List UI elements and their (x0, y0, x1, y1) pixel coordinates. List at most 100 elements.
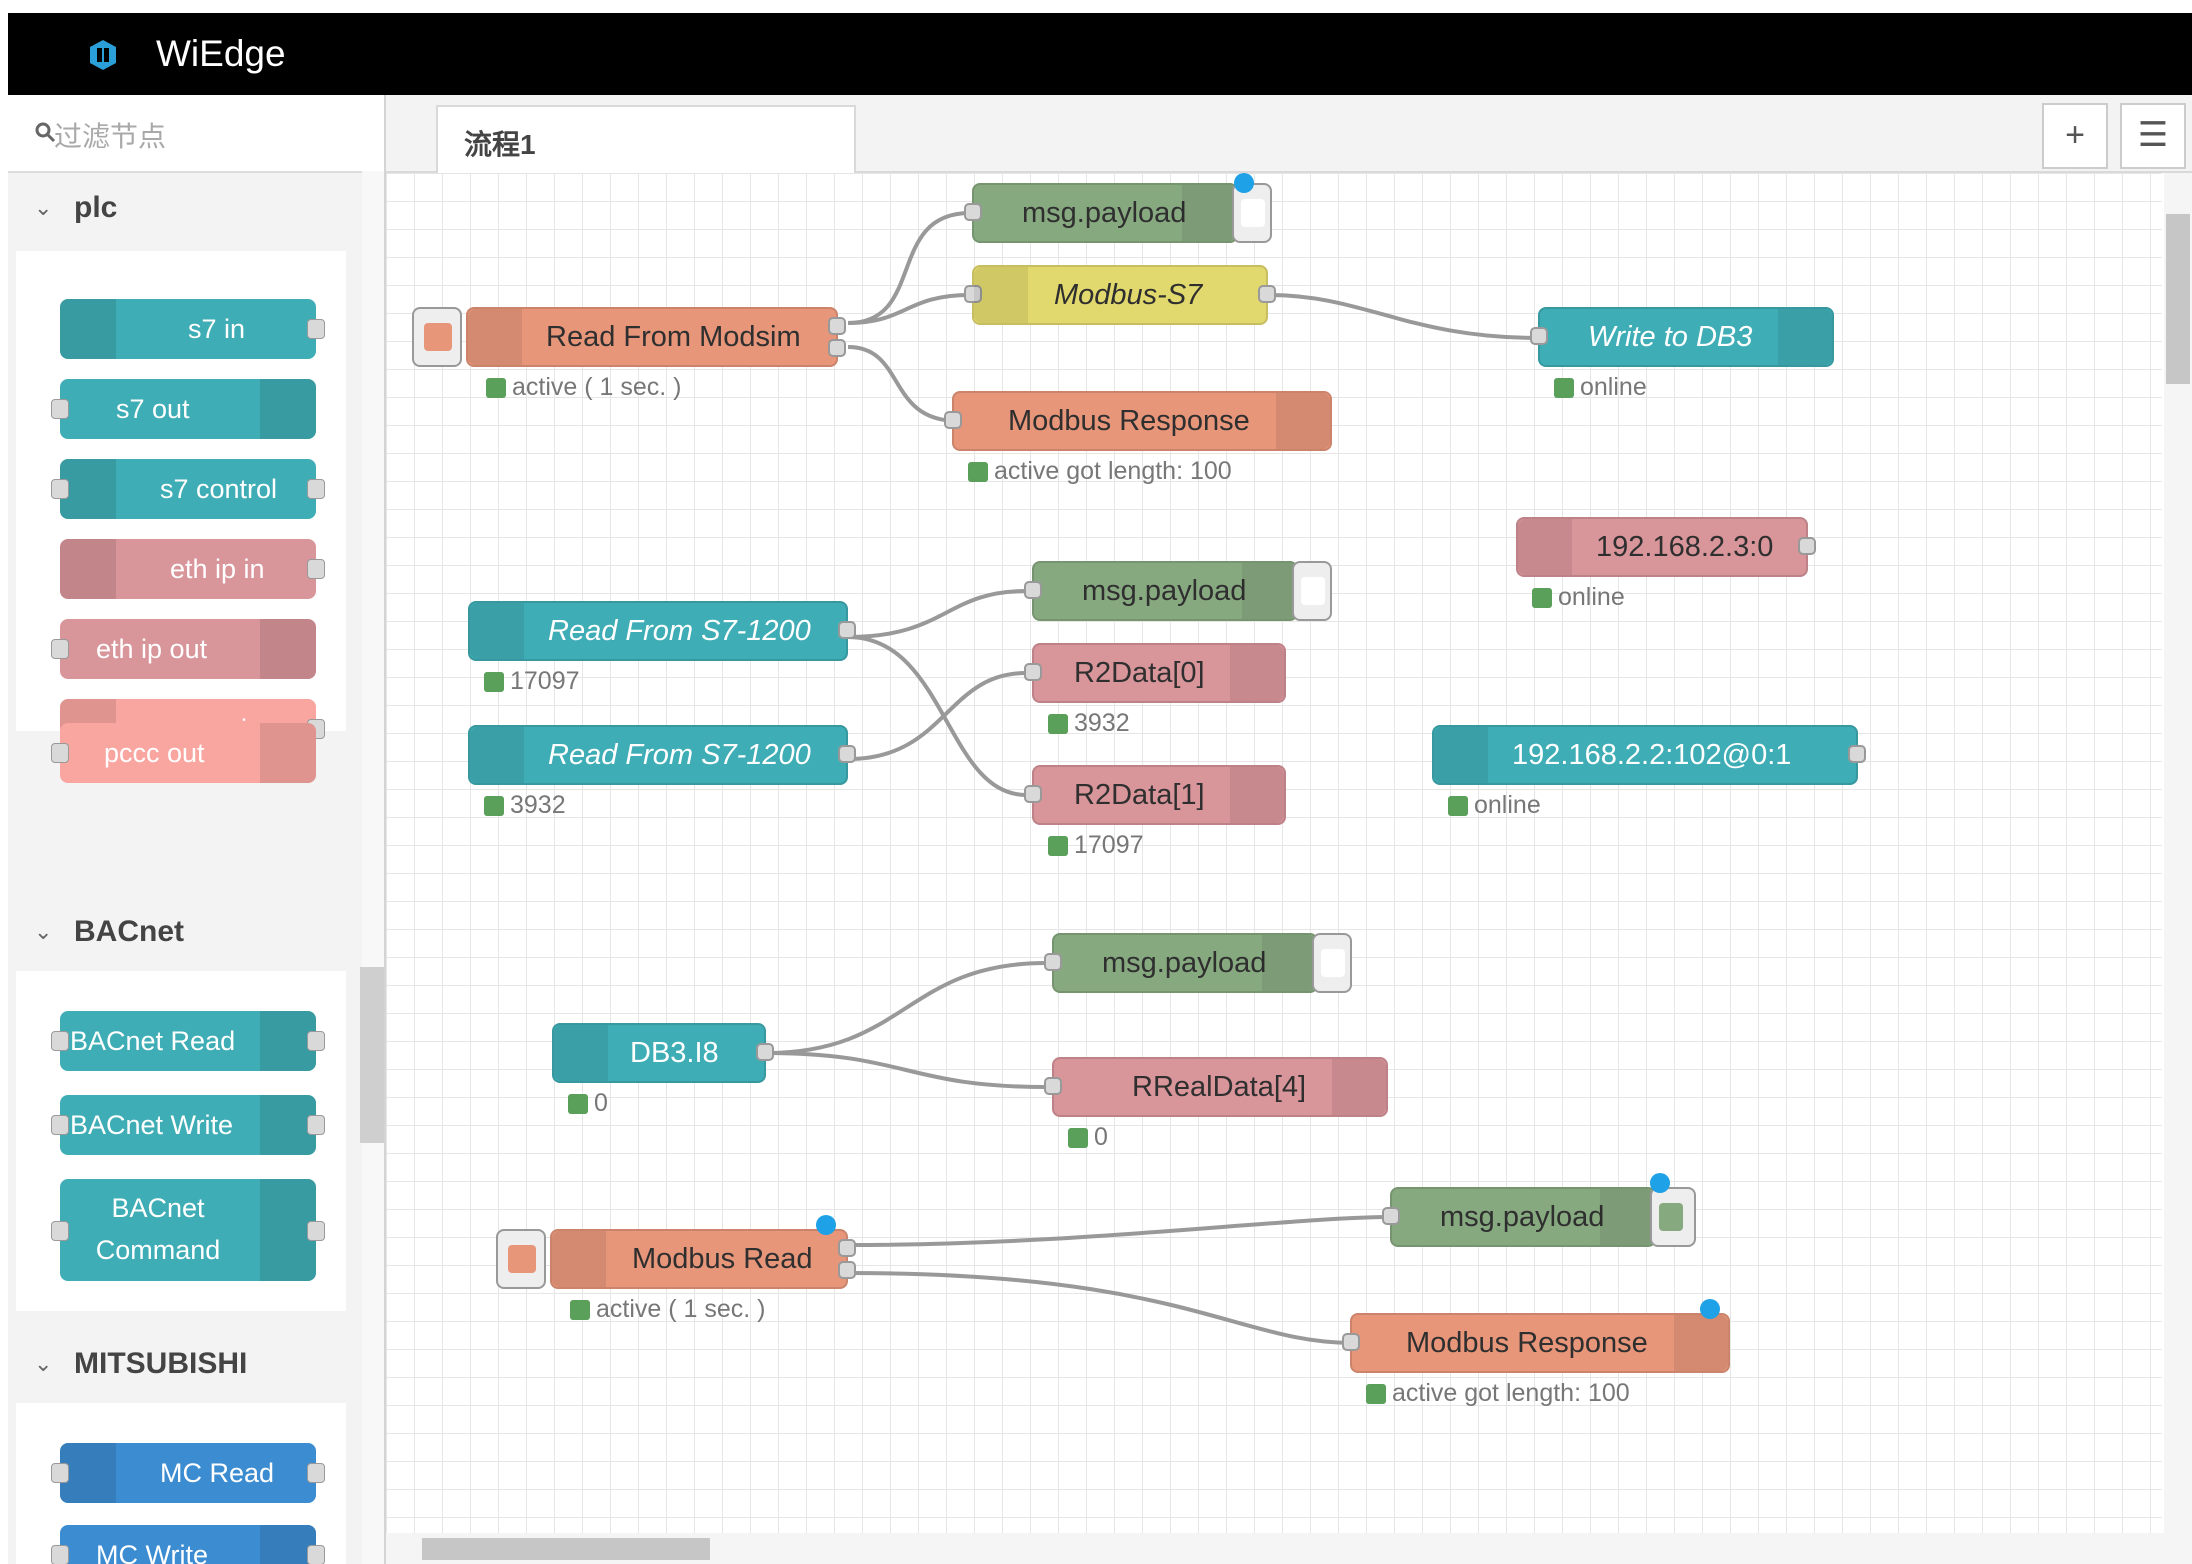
node-modbus-response-1[interactable]: Modbus Response (944, 391, 1332, 451)
debug-toggle[interactable] (1232, 183, 1272, 243)
palette-node-pccc-out[interactable]: pccc out (51, 723, 316, 783)
node-r2data-1[interactable]: R2Data[1] (1024, 765, 1286, 825)
plc-icon (470, 603, 524, 659)
workspace-horizontal-scrollbar-thumb[interactable] (422, 1538, 710, 1560)
bacnet-icon (260, 1011, 316, 1071)
plc-icon (1230, 645, 1284, 701)
palette-node-eth-ip-out[interactable]: eth ip out (51, 619, 316, 679)
palette-node-mc-read[interactable]: MC Read (51, 1443, 325, 1503)
workspace-horizontal-scrollbar[interactable] (386, 1533, 2192, 1564)
plc-icon (60, 299, 116, 359)
plc-icon (1434, 727, 1488, 783)
debug-icon (1242, 563, 1296, 619)
app-title: WiEdge (156, 33, 286, 74)
category-label: plc (74, 191, 118, 224)
node-read-s7-1[interactable]: Read From S7-1200 (468, 601, 856, 661)
plc-icon (1332, 1059, 1386, 1115)
category-mitsubishi-body: MC Read MC Write (16, 1403, 346, 1564)
debug-toggle[interactable] (1650, 1187, 1696, 1247)
palette-node-s7-in[interactable]: s7 in (60, 299, 325, 359)
debug-icon (1182, 185, 1236, 241)
search-icon (35, 122, 56, 143)
changed-indicator (816, 1215, 836, 1235)
bacnet-icon (260, 1179, 316, 1281)
tab-flow1[interactable]: 流程1 (436, 105, 856, 175)
palette-scrollbar[interactable] (362, 171, 384, 1564)
modbus-icon (1276, 393, 1330, 449)
debug-icon (1262, 935, 1316, 991)
plc-icon (60, 459, 116, 519)
plc-icon (554, 1025, 608, 1081)
node-msg-payload-3[interactable]: msg.payload (1044, 933, 1318, 993)
plc-icon (260, 379, 316, 439)
category-plc-body: s7 in s7 out s7 control eth ip in eth ip… (16, 251, 346, 759)
node-status: 17097 (1048, 831, 1144, 860)
filter-nodes-input[interactable]: 过滤节点 (8, 95, 384, 173)
inject-button[interactable] (412, 307, 462, 367)
wires (765, 211, 1541, 1345)
palette-node-eth-ip-in[interactable]: eth ip in (60, 539, 325, 599)
filter-placeholder: 过滤节点 (54, 121, 167, 152)
flow-workspace[interactable]: Read From Modsim active ( 1 sec. ) msg.p… (386, 173, 2162, 1533)
palette-spacer: pccc out (16, 723, 346, 787)
plc-icon (470, 727, 524, 783)
node-msg-payload-4[interactable]: msg.payload (1382, 1187, 1656, 1247)
wiedge-logo-icon (90, 40, 116, 70)
debug-toggle[interactable] (1292, 561, 1332, 621)
chevron-down-icon: ⌄ (34, 195, 53, 220)
node-write-db3[interactable]: Write to DB3 (1530, 307, 1834, 367)
node-read-s7-2[interactable]: Read From S7-1200 (468, 725, 856, 785)
node-status: online (1448, 791, 1541, 820)
category-bacnet-header[interactable]: ⌄ BACnet (8, 895, 348, 971)
bacnet-icon (260, 1095, 316, 1155)
changed-indicator (1650, 1173, 1670, 1193)
node-r2data-0[interactable]: R2Data[0] (1024, 643, 1286, 703)
node-modbus-read[interactable]: Modbus Read (550, 1229, 856, 1289)
node-rrealdata-4[interactable]: RRealData[4] (1044, 1057, 1388, 1117)
node-status: 0 (1068, 1123, 1108, 1152)
plc-icon (1778, 309, 1832, 365)
palette-node-bacnet-command[interactable]: BACnet Command (51, 1179, 325, 1281)
palette-node-s7-out[interactable]: s7 out (51, 379, 316, 439)
palette-node-bacnet-write[interactable]: BACnet Write (51, 1095, 325, 1155)
node-status: active ( 1 sec. ) (570, 1295, 766, 1324)
tab-label: 流程1 (464, 129, 536, 160)
flow-list-button[interactable]: ☰ (2120, 103, 2186, 169)
node-db3-i8[interactable]: DB3.I8 (552, 1023, 774, 1083)
node-palette: 过滤节点 ⌄ plc s7 in s7 out s7 control eth i… (8, 95, 386, 1564)
palette-node-mc-write[interactable]: MC Write (51, 1525, 325, 1564)
category-plc-header[interactable]: ⌄ plc (8, 171, 348, 247)
app-header: WiEdge (8, 13, 2192, 95)
node-status: online (1554, 373, 1647, 402)
node-modbus-s7[interactable]: Modbus-S7 (964, 265, 1276, 325)
node-status: 3932 (1048, 709, 1130, 738)
debug-icon (1600, 1189, 1654, 1245)
node-status: active got length: 100 (1366, 1379, 1630, 1408)
chevron-down-icon: ⌄ (34, 1351, 53, 1376)
workspace-vertical-scrollbar-thumb[interactable] (2166, 214, 2190, 384)
plc-icon (60, 539, 116, 599)
debug-toggle[interactable] (1312, 933, 1352, 993)
palette-node-s7-control[interactable]: s7 control (51, 459, 325, 519)
node-plc-endpoint-2[interactable]: 192.168.2.2:102@0:1 (1432, 725, 1866, 785)
inject-button[interactable] (496, 1229, 546, 1289)
palette-scrollbar-thumb[interactable] (360, 967, 384, 1143)
category-label: MITSUBISHI (74, 1347, 248, 1380)
plc-icon (260, 723, 316, 783)
node-status: active ( 1 sec. ) (486, 373, 682, 402)
node-modbus-response-2[interactable]: Modbus Response (1342, 1313, 1730, 1373)
node-status: active got length: 100 (968, 457, 1232, 486)
node-msg-payload-1[interactable]: msg.payload (964, 183, 1238, 243)
changed-indicator (1234, 173, 1254, 193)
node-plc-endpoint-1[interactable]: 192.168.2.3:0 (1516, 517, 1816, 577)
node-status: 17097 (484, 667, 580, 696)
mc-write-icon (260, 1525, 316, 1564)
node-read-modsim[interactable]: Read From Modsim (466, 307, 846, 367)
mc-read-icon (60, 1443, 116, 1503)
palette-node-bacnet-read[interactable]: BACnet Read (51, 1011, 325, 1071)
plc-icon (1230, 767, 1284, 823)
category-mitsubishi-header[interactable]: ⌄ MITSUBISHI (8, 1327, 348, 1403)
workspace-vertical-scrollbar[interactable] (2164, 173, 2192, 1533)
add-flow-button[interactable]: + (2042, 103, 2108, 169)
node-msg-payload-2[interactable]: msg.payload (1024, 561, 1298, 621)
